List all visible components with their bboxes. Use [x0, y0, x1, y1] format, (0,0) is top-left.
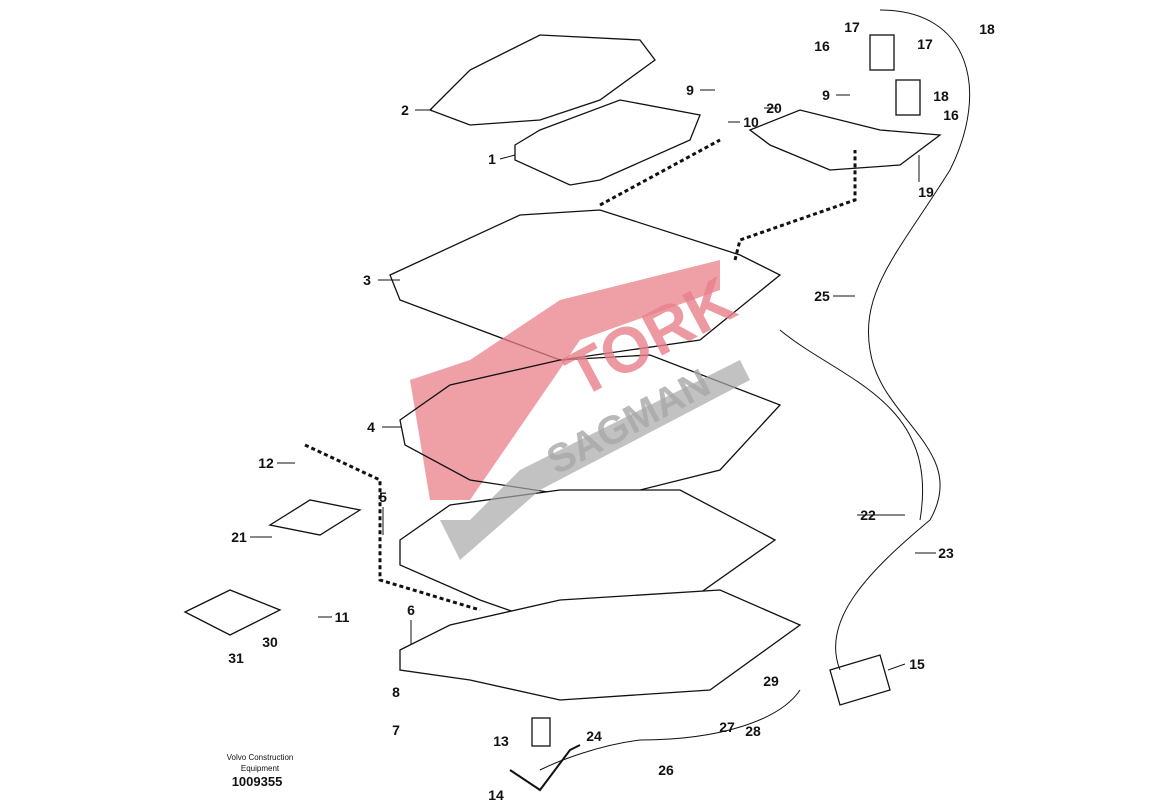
callout-2: 2	[401, 102, 409, 118]
part-cover	[428, 34, 656, 126]
callout-24: 24	[586, 728, 602, 744]
part-bracket-21	[268, 499, 362, 536]
callout-16: 16	[943, 107, 959, 123]
wiring-harness	[779, 9, 970, 671]
callout-25: 25	[814, 288, 830, 304]
part-sensor-13	[531, 717, 551, 747]
callout-29: 29	[763, 673, 779, 689]
callout-28: 28	[745, 723, 761, 739]
manufacturer-credit: Volvo Construction Equipment	[227, 752, 294, 774]
callout-27: 27	[719, 719, 735, 735]
part-plate-3	[389, 209, 782, 361]
part-plate-6	[399, 589, 802, 701]
drawing-number: 1009355	[231, 774, 283, 789]
callout-11: 11	[334, 609, 350, 625]
part-solenoid-16a	[869, 34, 895, 71]
callout-9: 9	[686, 82, 694, 98]
callout-10: 10	[743, 114, 759, 130]
part-gasket-4	[399, 354, 782, 501]
part-gasket-19	[748, 109, 942, 171]
callout-18: 18	[933, 88, 949, 104]
callout-23: 23	[938, 545, 954, 561]
callout-3: 3	[363, 272, 371, 288]
callout-4: 4	[367, 419, 375, 435]
callout-20: 20	[766, 100, 782, 116]
watermark-shape	[410, 260, 720, 500]
part-bracket-14	[509, 744, 581, 792]
callout-21: 21	[231, 529, 247, 545]
watermark-shape-gray	[440, 360, 750, 560]
credit-line-2: Equipment	[240, 764, 280, 773]
callout-31: 31	[228, 650, 244, 666]
callout-30: 30	[262, 634, 278, 650]
credit-line-1: Volvo Construction	[226, 753, 294, 762]
callout-16: 16	[814, 38, 830, 54]
callout-1: 1	[488, 151, 496, 167]
part-connector-15	[829, 654, 891, 706]
callout-14: 14	[488, 787, 504, 803]
part-solenoid-16b	[895, 79, 921, 116]
callout-7: 7	[392, 722, 400, 738]
callout-26: 26	[658, 762, 674, 778]
callout-17: 17	[844, 19, 860, 35]
callout-6: 6	[407, 602, 415, 618]
callout-12: 12	[258, 455, 274, 471]
part-plate-30	[183, 589, 282, 636]
part-valve-block	[514, 99, 701, 186]
callout-8: 8	[392, 684, 400, 700]
callout-22: 22	[860, 507, 876, 523]
callout-15: 15	[909, 656, 925, 672]
callout-17: 17	[917, 36, 933, 52]
callout-5: 5	[379, 489, 387, 505]
callout-19: 19	[918, 184, 934, 200]
callout-9: 9	[822, 87, 830, 103]
callout-13: 13	[493, 733, 509, 749]
callout-18: 18	[979, 21, 995, 37]
